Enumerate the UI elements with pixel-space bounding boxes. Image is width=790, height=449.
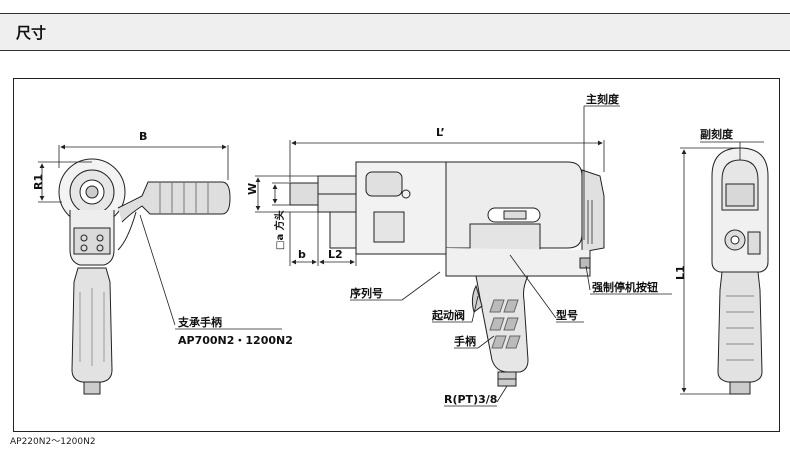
leaders-middle xyxy=(350,105,672,407)
label-model: 型号 xyxy=(556,308,578,322)
dim-b-L2 xyxy=(289,212,357,266)
dim-label-Lprime: L’ xyxy=(436,126,445,139)
dim-a xyxy=(272,182,290,206)
dim-W xyxy=(255,175,318,213)
label-trigger-valve: 起动阀 xyxy=(431,308,465,322)
dim-label-a: □a 方头 xyxy=(273,210,286,250)
label-support-handle: 支承手柄 xyxy=(177,315,222,329)
dim-label-L1: L1 xyxy=(674,265,687,280)
dim-label-B: B xyxy=(139,130,147,143)
rear-view-right xyxy=(711,147,769,395)
label-handle: 手柄 xyxy=(454,334,476,348)
dim-label-R1: R1 xyxy=(32,174,45,190)
dim-B xyxy=(58,144,229,180)
side-view-middle xyxy=(289,161,605,387)
label-sub-scale: 副刻度 xyxy=(700,127,734,141)
label-main-scale: 主刻度 xyxy=(586,92,620,106)
front-view-left xyxy=(58,158,231,395)
dim-label-W: W xyxy=(246,183,259,195)
label-support-handle-models: AP700N2・1200N2 xyxy=(178,334,293,347)
leader-support-handle xyxy=(139,214,176,326)
leader-sub-scale xyxy=(700,141,764,160)
label-emergency-stop: 强制停机按钮 xyxy=(592,280,658,294)
dim-Lprime xyxy=(289,140,605,182)
drawing-frame xyxy=(13,78,780,432)
model-range-caption: AP220N2～1200N2 xyxy=(10,437,96,447)
label-serial-number: 序列号 xyxy=(350,286,383,300)
dim-L1 xyxy=(680,147,740,395)
dim-label-b: b xyxy=(298,248,306,261)
section-title: 尺寸 xyxy=(16,24,47,42)
dim-label-L2: L2 xyxy=(328,248,343,261)
dim-R1 xyxy=(38,161,92,203)
label-air-inlet: R(PT)3/8 xyxy=(444,393,497,406)
section-header: 尺寸 xyxy=(0,13,790,51)
